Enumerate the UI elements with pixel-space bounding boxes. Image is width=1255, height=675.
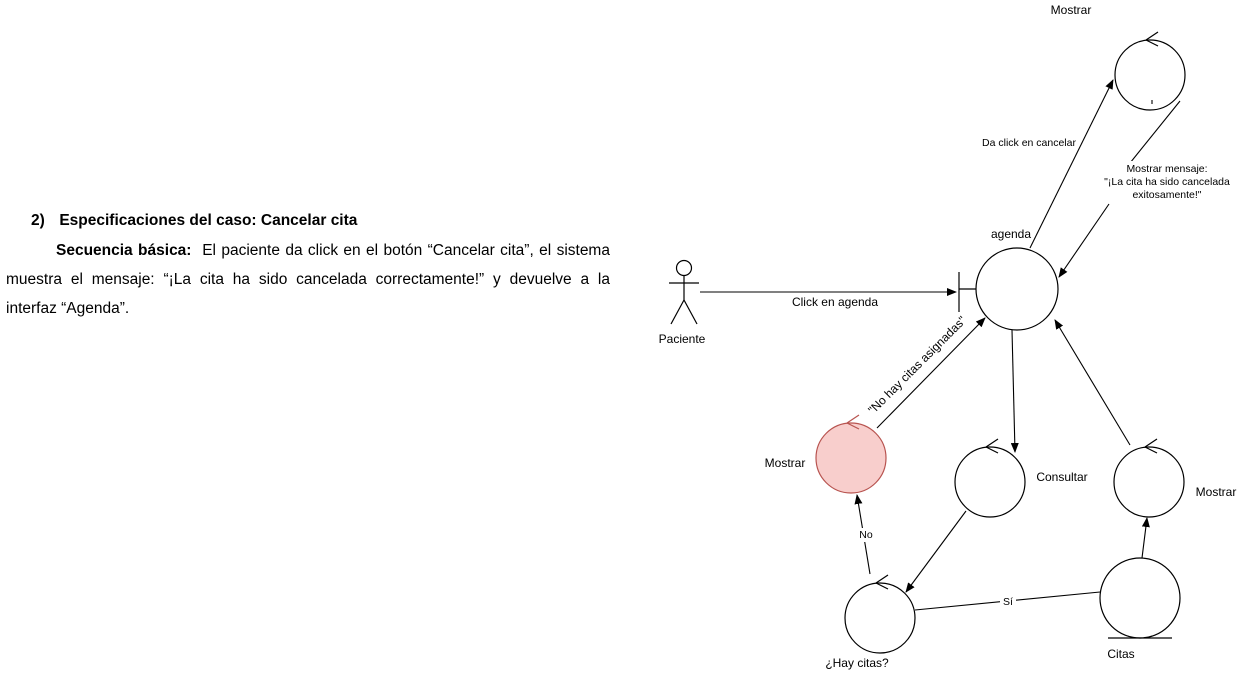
da-click-label: Da click en cancelar (982, 137, 1076, 149)
basic-sequence-paragraph: Secuencia básica: El paciente da click e… (6, 236, 610, 323)
si-label-bg (1000, 594, 1016, 607)
edge-mostrar-right-agenda (1054, 319, 1131, 446)
entity-citas (1099, 557, 1181, 639)
no-label: No (859, 529, 873, 541)
click-label-bg (787, 294, 883, 310)
agenda-label: agenda (991, 227, 1031, 241)
heading-number: 2) (31, 212, 45, 229)
actor-label: Paciente (659, 332, 706, 346)
mostrar-top-label: Mostrar (1051, 3, 1092, 17)
mostrar-mensaje-line-3: exitosamente!" (1132, 189, 1201, 201)
control-mostrar-top (1114, 31, 1186, 111)
citas-label: Citas (1107, 647, 1134, 661)
control-consultar (954, 438, 1026, 518)
edge-agenda-consultar (1010, 329, 1019, 453)
use-case-spec: 2) Especificaciones del caso: Cancelar c… (6, 206, 610, 323)
mostrar-left-label: Mostrar (765, 456, 806, 470)
no-hay-citas-label: "No hay citas asignadas" (865, 313, 969, 417)
si-label: Sí (1003, 596, 1013, 608)
basic-sequence-label: Secuencia básica: (56, 242, 192, 259)
consultar-label: Consultar (1036, 470, 1087, 484)
edge-consultar-hay-citas (905, 510, 967, 593)
edge-citas-mostrar-right (1141, 517, 1150, 559)
heading-text: Especificaciones del caso: Cancelar cita (59, 212, 358, 229)
edge-mostrar-left-agenda (876, 317, 986, 429)
edge-mostrar-top-agenda-a (1125, 100, 1181, 169)
edge-mostrar-top-agenda-b (1058, 203, 1110, 278)
mostrar-right-label: Mostrar (1196, 485, 1237, 499)
control-mostrar-left (815, 414, 887, 494)
control-hay-citas (844, 574, 916, 654)
mensaje-label-bg (1100, 161, 1236, 201)
basic-sequence-text: El paciente da click en el botón “Cancel… (6, 242, 610, 317)
control-mostrar-right (1113, 438, 1185, 518)
boundary-agenda (958, 247, 1059, 331)
actor-paciente (669, 259, 699, 325)
click-agenda-label: Click en agenda (792, 295, 878, 309)
no-label-bg (857, 528, 875, 542)
mostrar-mensaje-line-1: Mostrar mensaje: (1126, 163, 1207, 175)
section-heading: 2) Especificaciones del caso: Cancelar c… (31, 206, 610, 236)
mostrar-mensaje-line-2: "¡La cita ha sido cancelada (1104, 176, 1230, 188)
edge-agenda-mostrar-top (1029, 79, 1114, 249)
hay-citas-label: ¿Hay citas? (825, 656, 889, 670)
